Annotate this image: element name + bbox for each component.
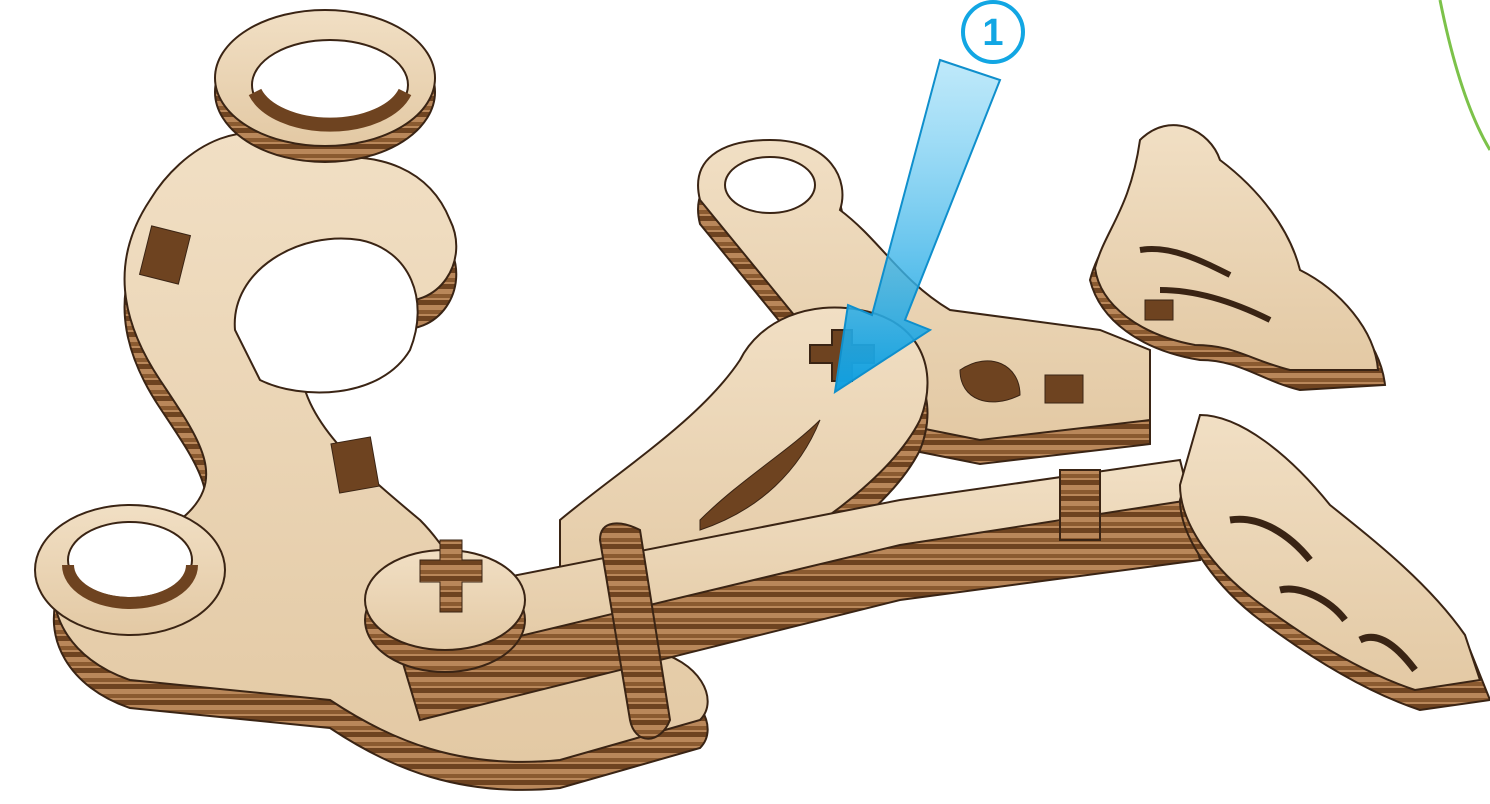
step-number-badge-icon: 1 xyxy=(963,2,1023,62)
step-number: 1 xyxy=(982,12,1003,54)
corner-arc xyxy=(1440,0,1490,150)
